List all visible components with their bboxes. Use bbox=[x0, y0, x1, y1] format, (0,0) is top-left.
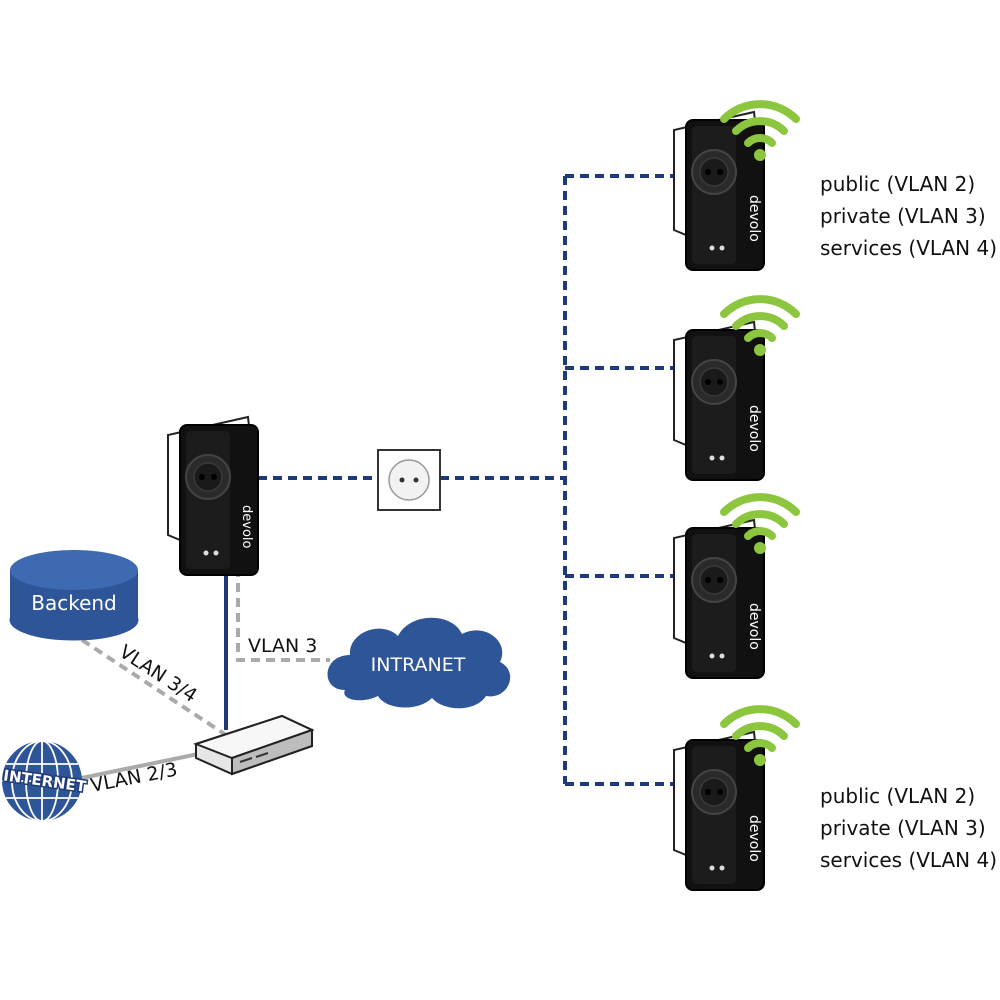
internet-globe: INTERNET bbox=[1, 740, 89, 822]
vlan-23-label: VLAN 2/3 bbox=[89, 759, 179, 797]
vlan-note-top: public (VLAN 2) private (VLAN 3) service… bbox=[820, 168, 997, 264]
backend-database: Backend bbox=[9, 550, 139, 641]
backend-label: Backend bbox=[31, 591, 117, 615]
brand-label: devolo bbox=[746, 405, 762, 452]
vlan-note-line: services (VLAN 4) bbox=[820, 848, 998, 872]
link-adapter-to-intranet bbox=[236, 568, 330, 662]
link-backend-to-router bbox=[80, 638, 228, 737]
vlan-3-label: VLAN 3 bbox=[248, 635, 317, 657]
intranet-cloud: INTRANET bbox=[327, 617, 511, 709]
wifi-adapter-1 bbox=[673, 111, 765, 271]
router bbox=[193, 714, 315, 776]
vlan-note-bottom: public (VLAN 2) private (VLAN 3) service… bbox=[820, 780, 997, 876]
brand-label: devolo bbox=[746, 815, 762, 862]
brand-label: devolo bbox=[746, 603, 762, 650]
wall-outlet bbox=[377, 449, 441, 511]
intranet-label: INTRANET bbox=[371, 654, 466, 676]
brand-label: devolo bbox=[746, 195, 762, 242]
brand-label: devolo bbox=[239, 505, 254, 549]
wifi-adapter-2 bbox=[673, 321, 765, 481]
vlan-note-line: private (VLAN 3) bbox=[820, 816, 986, 840]
powerline-adapter-main bbox=[167, 416, 259, 576]
ethernet-links bbox=[71, 568, 330, 782]
wifi-adapter-4 bbox=[673, 731, 765, 891]
powerline-links bbox=[258, 174, 685, 786]
vlan-note-line: services (VLAN 4) bbox=[820, 236, 998, 260]
vlan-note-line: public (VLAN 2) bbox=[820, 784, 976, 808]
vlan-34-label: VLAN 3/4 bbox=[115, 641, 201, 707]
vlan-note-line: private (VLAN 3) bbox=[820, 204, 986, 228]
vlan-note-line: public (VLAN 2) bbox=[820, 172, 976, 196]
wifi-adapter-3 bbox=[673, 519, 765, 679]
link-internet-to-router bbox=[71, 750, 209, 782]
